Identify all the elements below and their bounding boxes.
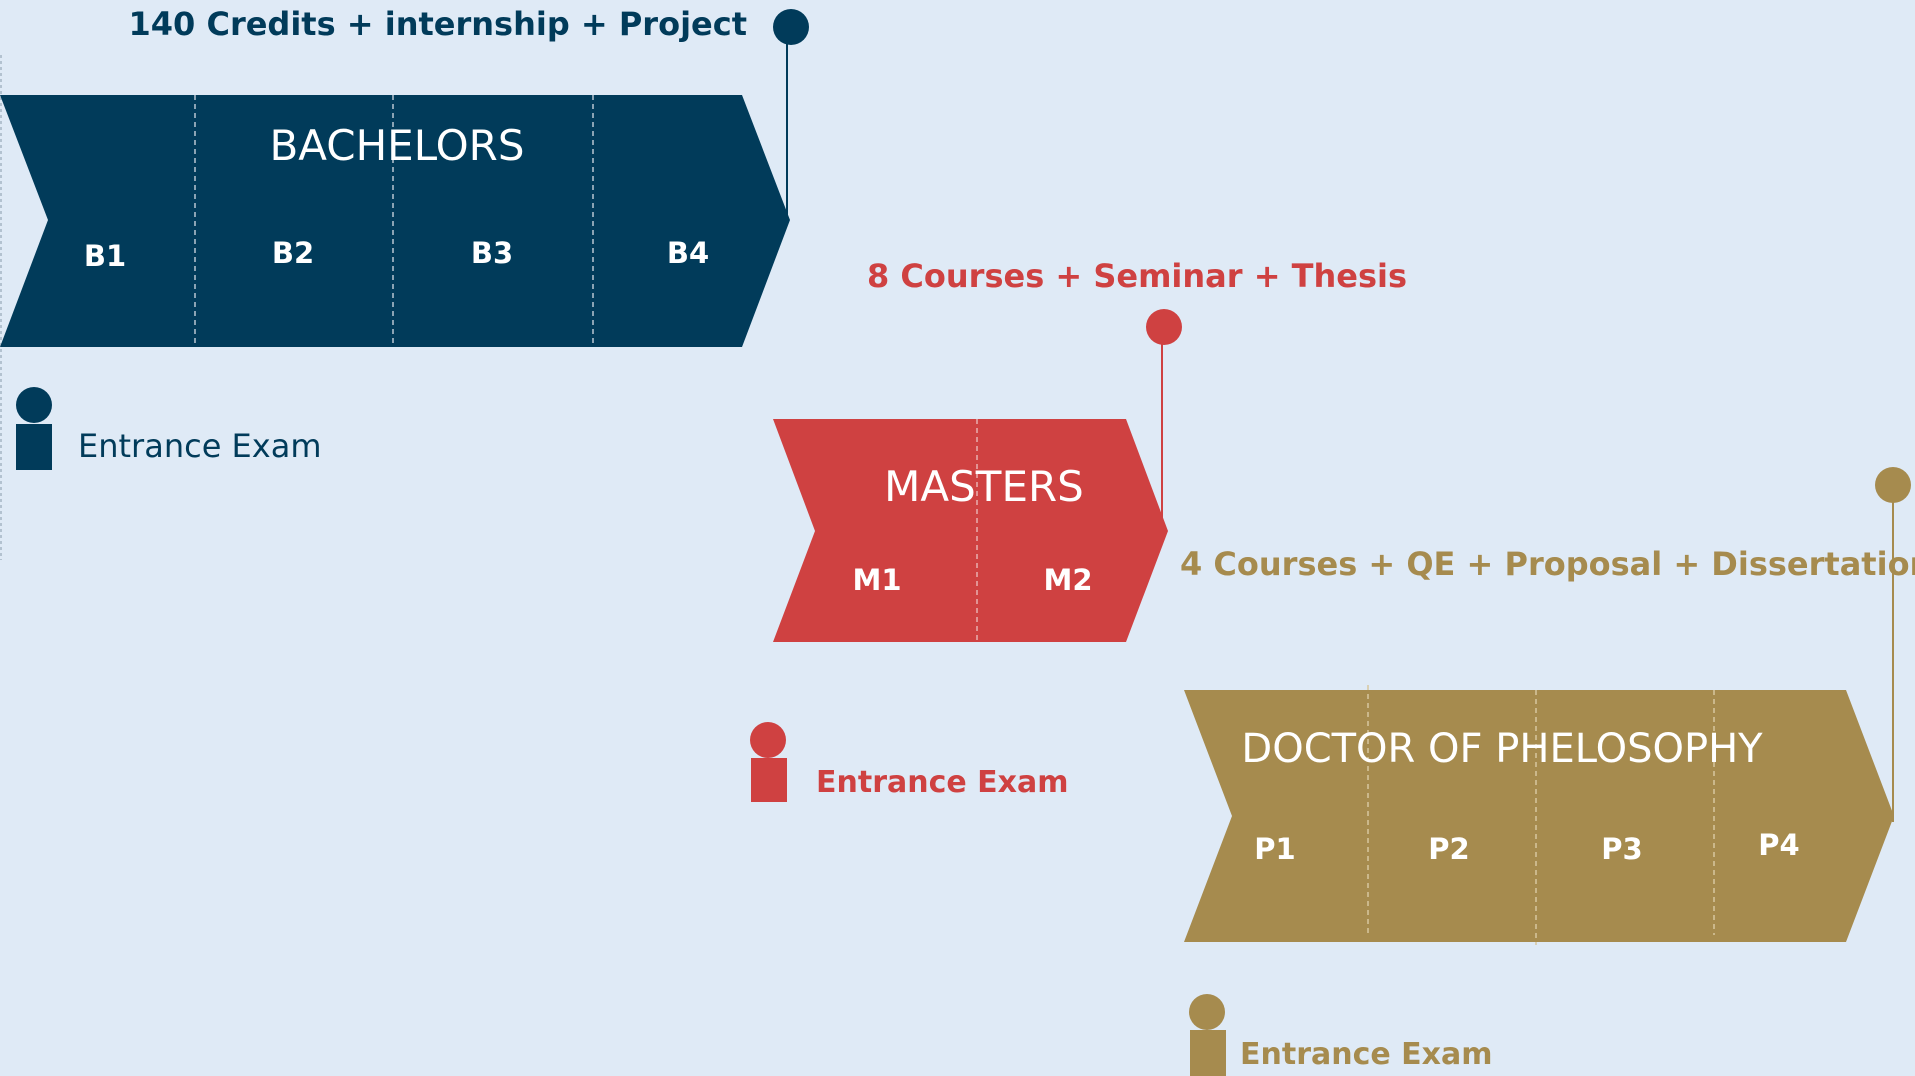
masters-entrance-label: Entrance Exam bbox=[816, 765, 1069, 800]
bachelors-stage: BACHELORS B1 B2 B3 B4 140 Credits + inte… bbox=[0, 5, 809, 470]
phd-year-p4: P4 bbox=[1758, 828, 1799, 862]
masters-pin-icon bbox=[1146, 309, 1182, 345]
masters-year-m1: M1 bbox=[852, 563, 901, 597]
masters-chevron bbox=[773, 419, 1168, 642]
bachelors-entrance-label: Entrance Exam bbox=[78, 427, 321, 465]
masters-requirement: 8 Courses + Seminar + Thesis bbox=[867, 257, 1407, 295]
bachelors-pin-icon bbox=[773, 9, 809, 45]
phd-year-p2: P2 bbox=[1428, 832, 1469, 866]
masters-year-m2: M2 bbox=[1043, 563, 1092, 597]
phd-requirement: 4 Courses + QE + Proposal + Dissertation bbox=[1180, 545, 1915, 583]
bachelors-person-icon bbox=[16, 387, 52, 470]
bachelors-year-b3: B3 bbox=[471, 236, 513, 270]
bachelors-year-b4: B4 bbox=[667, 236, 709, 270]
bachelors-title: BACHELORS bbox=[269, 121, 524, 170]
bachelors-year-b1: B1 bbox=[84, 239, 126, 273]
phd-chevron bbox=[1184, 690, 1894, 942]
masters-person-icon bbox=[750, 722, 787, 802]
phd-year-p3: P3 bbox=[1601, 832, 1642, 866]
phd-pin-icon bbox=[1875, 467, 1911, 503]
phd-title: DOCTOR OF PHELOSOPHY bbox=[1241, 726, 1763, 772]
masters-title: MASTERS bbox=[884, 462, 1084, 511]
phd-entrance-label: Entrance Exam bbox=[1240, 1037, 1493, 1072]
phd-year-p1: P1 bbox=[1254, 832, 1295, 866]
masters-stage: MASTERS M1 M2 8 Courses + Seminar + Thes… bbox=[750, 257, 1407, 802]
bachelors-year-b2: B2 bbox=[272, 236, 314, 270]
phd-stage: DOCTOR OF PHELOSOPHY P1 P2 P3 P4 4 Cours… bbox=[1180, 467, 1915, 1076]
bachelors-requirement: 140 Credits + internship + Project bbox=[129, 5, 747, 43]
phd-person-icon bbox=[1189, 994, 1226, 1076]
